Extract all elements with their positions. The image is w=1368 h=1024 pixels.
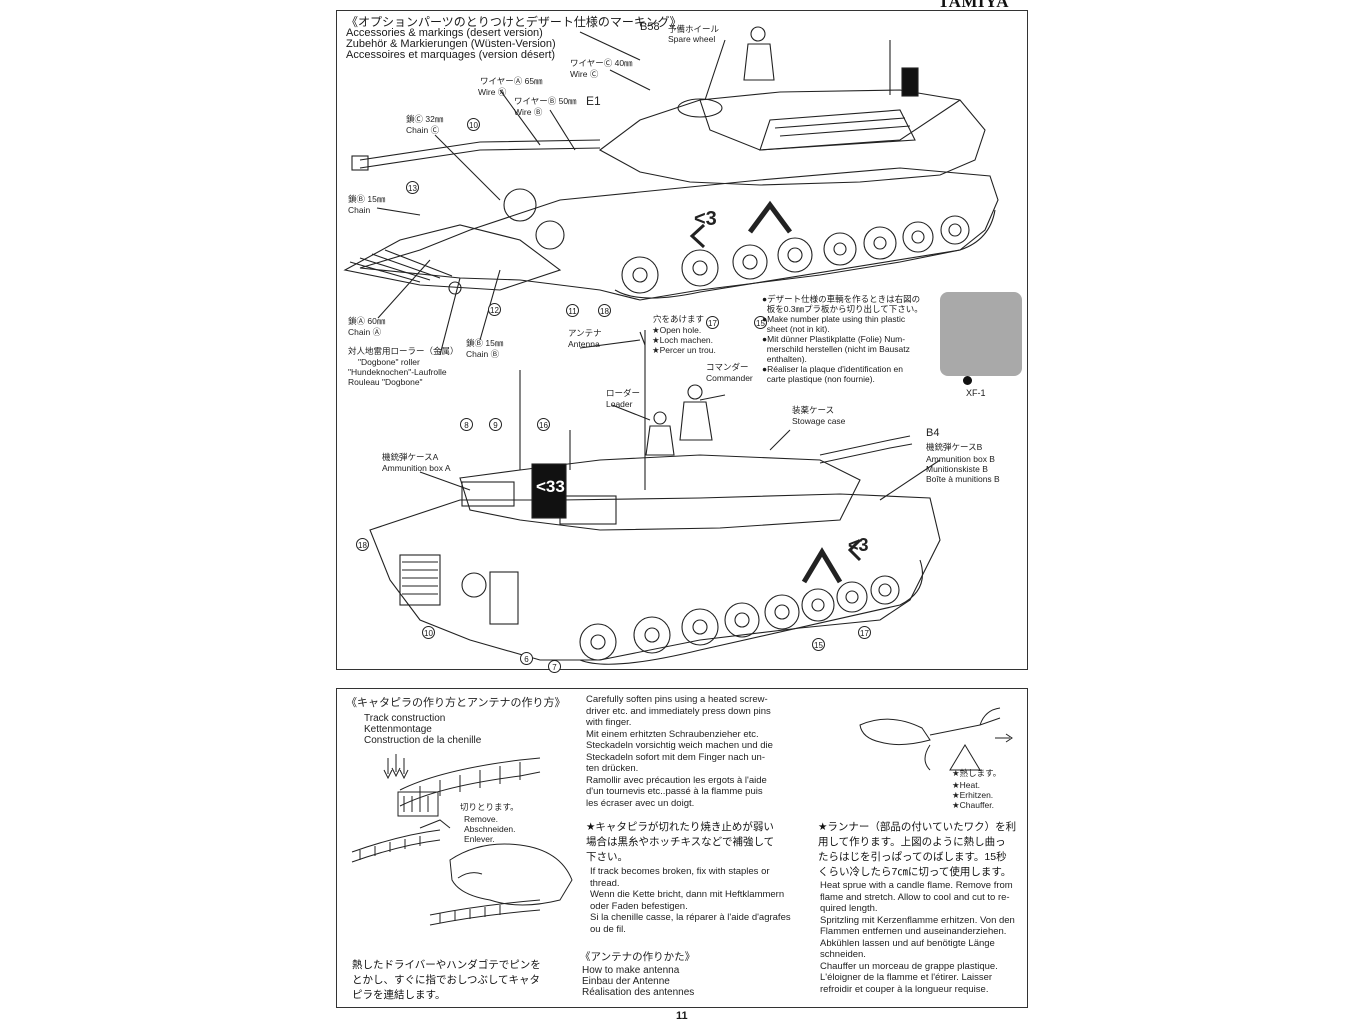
- part-number: 10: [467, 118, 480, 131]
- heat-driver-jp: 熱したドライバーやハンダゴテでピンを とかし、すぐに指でおしつぶしてキャタ ピラ…: [352, 959, 541, 1001]
- label-hole-de: ★Loch machen.: [652, 335, 714, 345]
- antenna-title-de: Einbau der Antenne: [582, 976, 670, 987]
- label-chain-c: Chain Ⓒ: [406, 125, 440, 135]
- label-chain-a: Chain Ⓐ: [348, 327, 382, 337]
- broken-track-text: If track becomes broken, fix with staple…: [590, 866, 791, 935]
- label-ammo-b-de: Munitionskiste B: [926, 464, 988, 474]
- part-number: 18: [598, 304, 611, 317]
- part-number: 12: [488, 303, 501, 316]
- label-hole-jp: 穴をあけます: [653, 314, 705, 324]
- part-number: 13: [406, 181, 419, 194]
- header-title-en: Accessories & markings (desert version): [346, 27, 543, 39]
- part-number: 8: [460, 418, 473, 431]
- turret-marking: <33: [536, 477, 565, 496]
- brand-logo: TAMIYA: [938, 0, 1010, 11]
- broken-track-jp: ★キャタピラが切れたり焼き止めが弱い 場合は黒糸やホッチキスなどで補強して 下さ…: [586, 821, 775, 863]
- header-title-fr: Accessoires et marquages (version désert…: [346, 49, 556, 61]
- paint-drop-icon: [963, 376, 972, 385]
- label-spare-wheel-jp: 予備ホイール: [668, 24, 720, 34]
- label-b58: B58: [640, 21, 660, 33]
- label-dogbone-fr: Rouleau "Dogbone": [348, 377, 423, 387]
- header-title-de: Zubehör & Markierungen (Wüsten-Version): [346, 38, 556, 50]
- label-dogbone-de: "Hundeknochen"-Laufrolle: [348, 367, 447, 377]
- label-wire-a-jp: ワイヤーⒶ 65㎜: [480, 76, 543, 86]
- label-hole-fr: ★Percer un trou.: [652, 345, 716, 355]
- label-ammo-b-jp: 機銃弾ケースB: [926, 442, 983, 452]
- track-title-en: Track construction: [364, 713, 446, 724]
- label-ammo-a: Ammunition box A: [382, 463, 451, 473]
- label-commander: Commander: [706, 373, 753, 383]
- number-plate-template: [940, 292, 1022, 376]
- page-number: 11: [676, 1010, 688, 1022]
- number-plate-note: ●デザート仕様の車輌を作るときは右図の 板を0.3㎜プラ板から切り出して下さい。…: [762, 294, 923, 384]
- runner-instructions: Heat sprue with a candle flame. Remove f…: [820, 880, 1015, 995]
- cut-en: Remove.: [464, 814, 499, 824]
- label-b4: B4: [926, 427, 940, 439]
- label-ammo-b-en: Ammunition box B: [926, 454, 995, 464]
- hull-marking-lower: <3: [848, 535, 869, 555]
- part-number: 16: [537, 418, 550, 431]
- cut-fr: Enlever.: [464, 834, 495, 844]
- label-stowage-jp: 装薬ケース: [792, 405, 835, 415]
- part-number: 18: [356, 538, 369, 551]
- label-wire-c: Wire Ⓒ: [570, 69, 599, 79]
- track-title-fr: Construction de la chenille: [364, 735, 482, 746]
- part-number: 7: [548, 660, 561, 673]
- label-chain-b2: Chain Ⓑ: [466, 349, 500, 359]
- track-title-de: Kettenmontage: [364, 724, 432, 735]
- label-wire-a: Wire Ⓐ: [478, 87, 507, 97]
- label-chain-b: Chain: [348, 205, 371, 215]
- paint-code: XF-1: [966, 388, 986, 398]
- accessories-panel: [336, 10, 1028, 670]
- part-number: 17: [858, 626, 871, 639]
- label-chain-a-jp: 鎖Ⓐ 60㎜: [348, 316, 386, 326]
- label-ammo-b-fr: Boîte à munitions B: [926, 474, 1000, 484]
- label-loader-jp: ローダー: [606, 388, 641, 398]
- label-antenna: Antenna: [568, 339, 600, 349]
- track-antenna-panel: [336, 688, 1028, 1008]
- cut-de: Abschneiden.: [464, 824, 516, 834]
- label-wire-b-jp: ワイヤーⒷ 50㎜: [514, 96, 577, 106]
- label-hole-en: ★Open hole.: [652, 325, 702, 335]
- label-e1: E1: [586, 94, 601, 108]
- label-dogbone-en: "Dogbone" roller: [358, 357, 420, 367]
- accessories-header: 《オプションパーツのとりつけとデザート仕様のマーキング》 Accessories…: [346, 16, 682, 61]
- label-wire-c-jp: ワイヤーⒸ 40㎜: [570, 58, 633, 68]
- label-stowage: Stowage case: [792, 416, 846, 426]
- label-antenna-jp: アンテナ: [568, 328, 602, 338]
- part-number: 15: [754, 316, 767, 329]
- antenna-title-jp: 《アンテナの作りかた》: [580, 951, 696, 963]
- pin-instructions: Carefully soften pins using a heated scr…: [586, 694, 773, 809]
- heat-fr: ★Chauffer.: [952, 800, 994, 810]
- part-number: 6: [520, 652, 533, 665]
- label-wire-b: Wire Ⓑ: [514, 107, 543, 117]
- label-loader: Loader: [606, 399, 633, 409]
- cut-jp: 切りとります。: [460, 802, 519, 812]
- heat-de: ★Erhitzen.: [952, 790, 994, 800]
- part-number: 15: [812, 638, 825, 651]
- label-chain-b-jp: 鎖Ⓑ 15㎜: [348, 194, 386, 204]
- part-number: 17: [706, 316, 719, 329]
- heat-jp: ★熱します。: [952, 768, 1002, 778]
- label-ammo-a-jp: 機銃弾ケースA: [382, 452, 439, 462]
- label-dogbone-jp: 対人地雷用ローラー（金属）: [348, 346, 459, 356]
- antenna-title-fr: Réalisation des antennes: [582, 987, 695, 998]
- runner-instructions-jp: ★ランナー（部品の付いていたワク）を利 用して作ります。上図のように熱し曲っ た…: [818, 821, 1017, 878]
- antenna-title-en: How to make antenna: [582, 965, 680, 976]
- part-number: 9: [489, 418, 502, 431]
- label-spare-wheel: Spare wheel: [668, 34, 716, 44]
- track-title-jp: 《キャタピラの作り方とアンテナの作り方》: [346, 697, 566, 709]
- label-commander-jp: コマンダー: [706, 362, 749, 372]
- header-title-jp: 《オプションパーツのとりつけとデザート仕様のマーキング》: [346, 15, 682, 29]
- part-number: 10: [422, 626, 435, 639]
- label-chain-b2-jp: 鎖Ⓑ 15㎜: [466, 338, 504, 348]
- part-number: 11: [566, 304, 579, 317]
- heat-en: ★Heat.: [952, 780, 980, 790]
- label-chain-c-jp: 鎖Ⓒ 32㎜: [406, 114, 444, 124]
